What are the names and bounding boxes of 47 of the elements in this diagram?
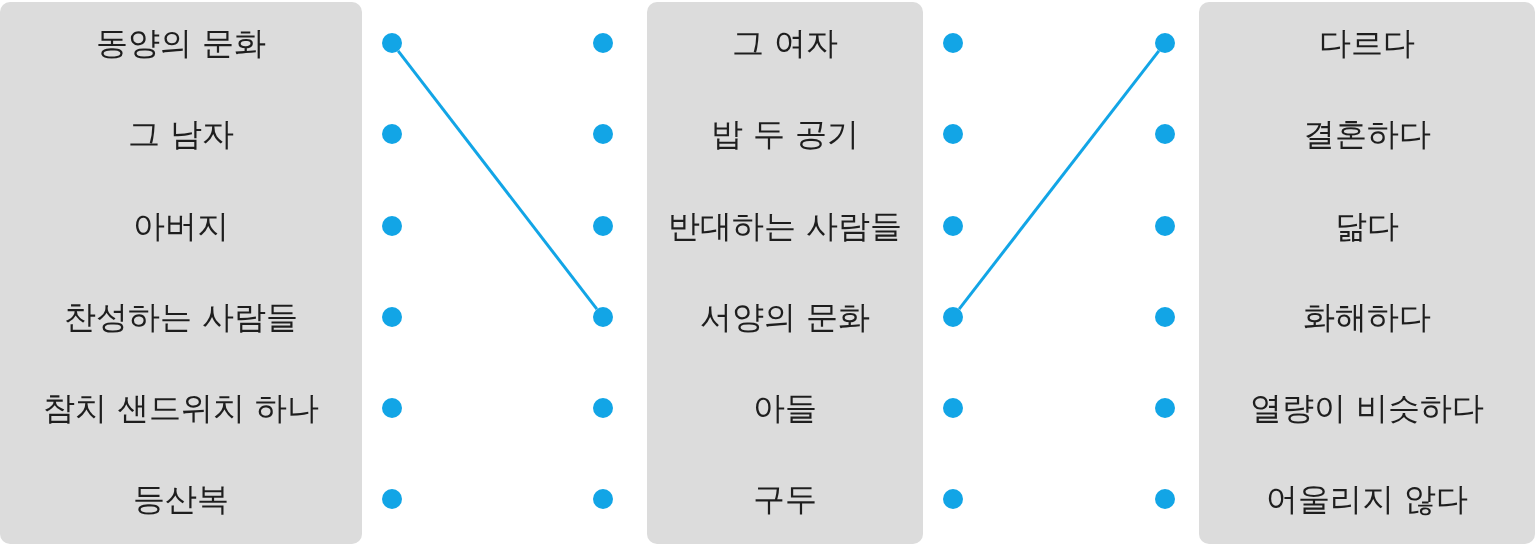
dot-icon (1155, 307, 1175, 327)
dot-icon (382, 216, 402, 236)
word-text: 아버지 (133, 206, 229, 246)
word-text: 찬성하는 사람들 (63, 297, 299, 337)
word-panel (1199, 2, 1535, 544)
dot-icon (593, 489, 613, 509)
dot-icon (1155, 33, 1175, 53)
word-text: 화해하다 (1303, 297, 1431, 337)
dot-icon (943, 489, 963, 509)
dot-icon (943, 216, 963, 236)
dot-icon (943, 124, 963, 144)
dot-icon (593, 33, 613, 53)
word-text: 결혼하다 (1303, 114, 1431, 154)
word-text: 닮다 (1335, 206, 1399, 246)
dot-icon (1155, 489, 1175, 509)
word-text: 그 남자 (127, 114, 235, 154)
dot-icon (382, 398, 402, 418)
word-text: 그 여자 (731, 23, 839, 63)
dot-icon (593, 307, 613, 327)
word-text: 아들 (753, 388, 817, 428)
dot-icon (382, 307, 402, 327)
connector-line (957, 50, 1161, 310)
dot-icon (382, 124, 402, 144)
word-text: 등산복 (133, 479, 229, 519)
dot-icon (382, 33, 402, 53)
dot-icon (1155, 216, 1175, 236)
word-panel (0, 2, 362, 544)
dot-icon (593, 124, 613, 144)
dot-icon (593, 398, 613, 418)
word-text: 반대하는 사람들 (667, 206, 903, 246)
word-text: 다르다 (1319, 23, 1415, 63)
dot-icon (593, 216, 613, 236)
dot-icon (1155, 398, 1175, 418)
dot-icon (943, 307, 963, 327)
dot-icon (943, 398, 963, 418)
word-text: 서양의 문화 (699, 297, 871, 337)
dot-icon (1155, 124, 1175, 144)
word-text: 밥 두 공기 (710, 114, 860, 154)
dot-icon (382, 489, 402, 509)
dot-icon (943, 33, 963, 53)
word-text: 구두 (753, 479, 817, 519)
connector-line (396, 50, 599, 310)
word-text: 어울리지 않다 (1265, 479, 1469, 519)
word-text: 동양의 문화 (95, 23, 267, 63)
word-text: 열량이 비슷하다 (1249, 388, 1485, 428)
word-panel (647, 2, 923, 544)
word-text: 참치 샌드위치 하나 (42, 388, 320, 428)
